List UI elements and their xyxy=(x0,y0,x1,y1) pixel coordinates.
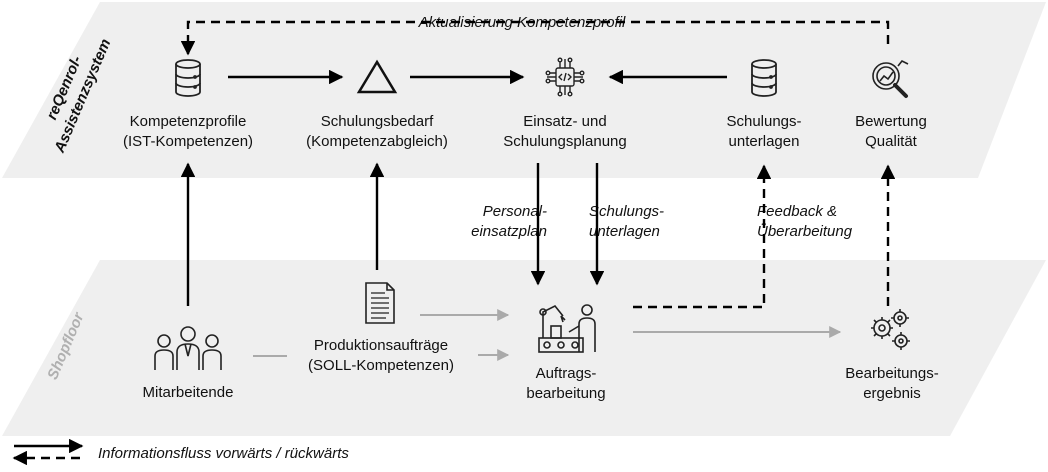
gears-icon xyxy=(871,309,910,350)
shopfloor-plane xyxy=(2,260,1046,436)
node-schulungsbedarf-line2: (Kompetenzabgleich) xyxy=(306,133,448,150)
edge-label-schulungsunterlagen-1: Schulungs- xyxy=(589,203,664,220)
dashed-arrow-auftragsbearbeitung-to-schulungsunterlagen xyxy=(633,164,772,309)
edge-label-schulungsunterlagen-2: unterlagen xyxy=(589,223,660,240)
node-planung-line2: Schulungsplanung xyxy=(503,133,626,150)
node-kompetenzprofile-line1: Kompetenzprofile xyxy=(130,113,247,130)
circuit-code-icon xyxy=(545,57,585,97)
node-auftragsbearbeitung-line1: Auftrags- xyxy=(536,365,597,382)
magnifier-chart-icon xyxy=(872,59,909,98)
node-bewertung-line2: Qualität xyxy=(865,133,918,150)
people-icon xyxy=(154,326,222,370)
node-bewertung-line1: Bewertung xyxy=(855,113,927,130)
node-produktionsauftraege-line1: Produktionsaufträge xyxy=(314,337,448,354)
database-icon xyxy=(751,59,777,97)
node-produktionsauftraege-line2: (SOLL-Kompetenzen) xyxy=(308,357,454,374)
dashed-arrow-bewertung-to-kompetenzprofile xyxy=(180,20,890,56)
edge-label-feedback-2: Überarbeitung xyxy=(757,222,853,240)
database-icon xyxy=(175,59,201,97)
node-bearbeitungsergebnis-line2: ergebnis xyxy=(863,385,921,402)
node-mitarbeitende: Mitarbeitende xyxy=(143,384,234,401)
triangle-icon xyxy=(356,59,398,94)
assistenzsystem-plane xyxy=(2,2,1046,178)
node-planung-line1: Einsatz- und xyxy=(523,113,606,130)
edge-label-personaleinsatzplan-2: einsatzplan xyxy=(471,223,547,240)
edge-label-feedback-1: Feedback & xyxy=(757,203,837,220)
node-schulungsunterlagen-line2: unterlagen xyxy=(729,133,800,150)
assembly-worker-icon xyxy=(538,304,596,353)
document-icon xyxy=(365,282,395,324)
legend-label: Informationsfluss vorwärts / rückwärts xyxy=(98,445,349,462)
node-schulungsbedarf-line1: Schulungsbedarf xyxy=(321,113,434,130)
node-kompetenzprofile-line2: (IST-Kompetenzen) xyxy=(123,133,253,150)
node-schulungsunterlagen-line1: Schulungs- xyxy=(726,113,801,130)
edge-label-personaleinsatzplan-1: Personal- xyxy=(483,203,547,220)
node-auftragsbearbeitung-line2: bearbeitung xyxy=(526,385,605,402)
edge-label-aktualisierung: Aktualisierung Kompetenzprofil xyxy=(418,14,626,31)
node-bearbeitungsergebnis-line1: Bearbeitungs- xyxy=(845,365,938,382)
